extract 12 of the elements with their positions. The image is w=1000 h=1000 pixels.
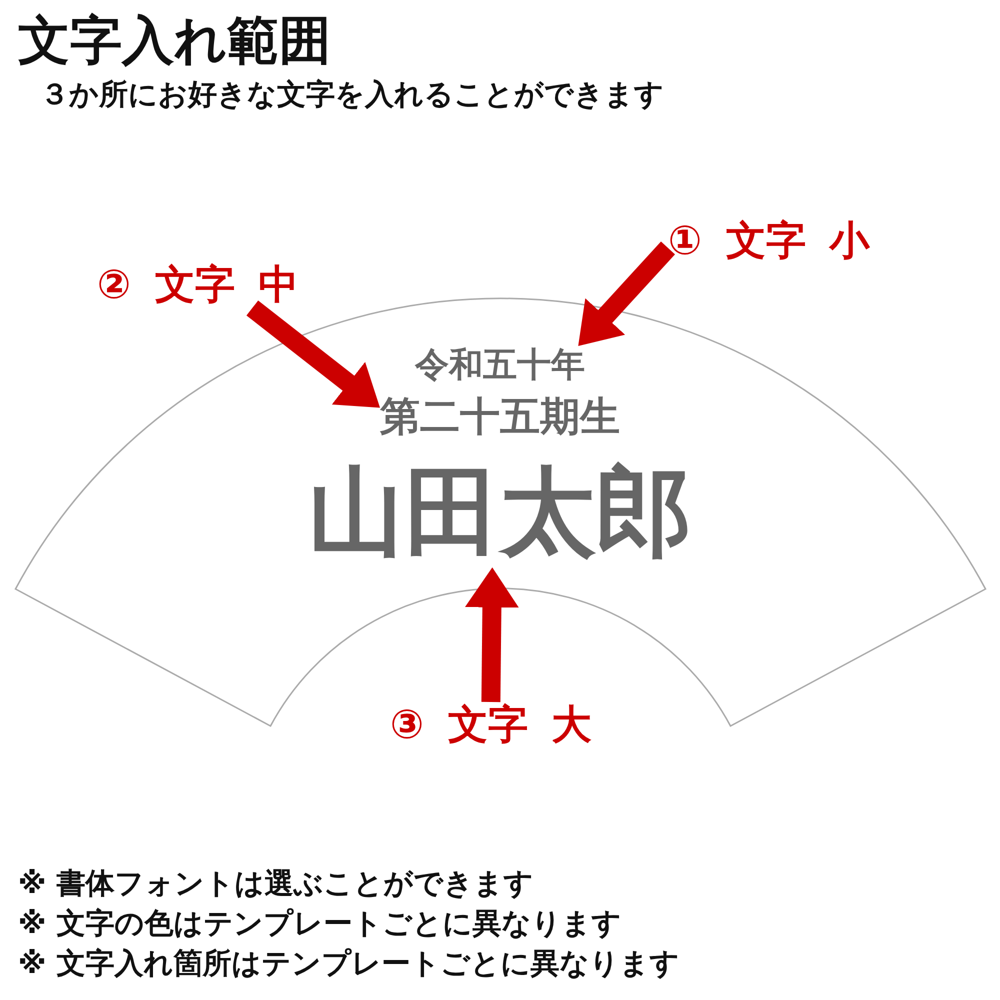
subtitle: ３か所にお好きな文字を入れることができます [40, 78, 664, 112]
note-text: ※ 文字入れ箇所はテンプレートごとに異なります [18, 947, 680, 980]
page-title: 文字入れ範囲 [18, 12, 331, 72]
note-text: ※ 文字の色はテンプレートごとに異なります [18, 907, 622, 940]
sample-text: 第二十五期生 [380, 394, 620, 440]
sample-text: 令和五十年 [415, 346, 585, 386]
sample-text: 山田太郎 [308, 457, 692, 568]
callout-label: ① 文字 小 [668, 218, 870, 264]
note-text: ※ 書体フォントは選ぶことができます [18, 867, 534, 900]
callout-label: ② 文字 中 [97, 262, 299, 308]
callout-label: ③ 文字 大 [390, 702, 592, 748]
arrow [464, 567, 519, 702]
